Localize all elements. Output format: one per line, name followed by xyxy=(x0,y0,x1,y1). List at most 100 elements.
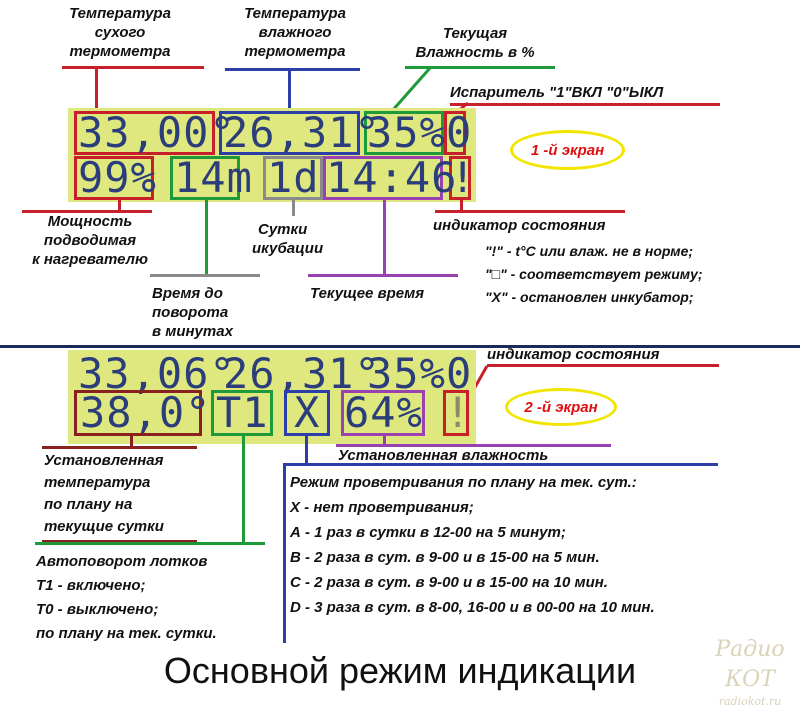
underline-status-1 xyxy=(435,210,625,213)
underline-set-temp-top xyxy=(42,446,197,449)
badge-screen-2: 2 -й экран xyxy=(505,388,617,426)
connector-dry xyxy=(95,66,98,112)
value-set-temp: 38,0° xyxy=(80,388,212,437)
ventilation-key: A xyxy=(290,524,301,541)
connector-turn-time xyxy=(205,200,208,276)
label-line: термометра xyxy=(244,43,346,60)
underline-set-humidity xyxy=(336,444,611,447)
ventilation-item: A - 1 раз в сутки в 12-00 на 5 минут; xyxy=(290,520,790,545)
label-days: Сутки икубации xyxy=(252,220,362,258)
label-status-title: индикатор состояния xyxy=(433,217,606,234)
label-line: в минутах xyxy=(152,323,233,340)
status-item: "!" - t°С или влаж. не в норме; xyxy=(485,243,694,259)
label-evaporator: Испаритель "1"ВКЛ "0"ЫКЛ xyxy=(450,84,664,101)
box-set-temp xyxy=(74,390,202,436)
underline-status-2 xyxy=(487,364,719,367)
connector-wet xyxy=(288,68,291,112)
label-line: Сутки xyxy=(258,221,308,238)
label-line: Температура xyxy=(69,5,171,22)
label-line: по плану на xyxy=(44,496,133,513)
value-humidity: 35% xyxy=(367,108,446,157)
box-tray-turn xyxy=(211,390,273,436)
box-days xyxy=(263,156,323,200)
connector-humidity xyxy=(390,67,432,112)
box-power xyxy=(74,156,154,200)
ventilation-text: - 2 раза в сут. в 9-00 и в 15-00 на 10 м… xyxy=(300,574,608,591)
box-turn-time xyxy=(170,156,240,200)
label-wet-thermometer: Температура влажного термометра xyxy=(225,4,365,61)
status-legend: "!" - t°С или влаж. не в норме; "□" - со… xyxy=(485,240,795,309)
ventilation-text: - нет проветривания; xyxy=(300,499,474,516)
value-dry-temp-2: 33,06° xyxy=(78,349,236,398)
label-line: Время до xyxy=(152,285,223,302)
label-line: температура xyxy=(44,474,151,491)
connector-power xyxy=(118,200,121,212)
label-line: термометра xyxy=(69,43,171,60)
label-line: икубации xyxy=(252,240,324,257)
ventilation-key: C xyxy=(290,574,301,591)
underline-turn-time xyxy=(150,274,260,277)
label-line: подводимая xyxy=(43,232,137,249)
value-status-1: ! xyxy=(450,153,477,202)
box-dry-temp xyxy=(74,111,215,155)
label-current-humidity: Текущая Влажность в % xyxy=(395,24,555,62)
label-turn-time: Время до поворота в минутах xyxy=(152,284,282,341)
label-clock: Текущее время xyxy=(310,285,425,302)
underline-set-temp-bottom xyxy=(42,540,197,543)
label-line: текущие сутки xyxy=(44,518,164,535)
section-divider xyxy=(0,345,800,348)
underline-evaporator xyxy=(450,103,720,106)
box-ventilation xyxy=(284,390,330,436)
underline-clock xyxy=(308,274,458,277)
ventilation-title: Режим проветривания по плану на тек. сут… xyxy=(290,474,637,491)
label-line: Температура xyxy=(244,5,346,22)
ventilation-text: - 3 раза в сут. в 8-00, 16-00 и в 00-00 … xyxy=(300,599,655,616)
connector-clock xyxy=(383,200,386,276)
connector-status-1 xyxy=(460,200,463,212)
underline-dry xyxy=(62,66,204,69)
value-dry-temp: 33,00° xyxy=(78,108,236,157)
label-line: Т0 - выключено; xyxy=(36,601,159,618)
ventilation-text: - 2 раза в сут. в 9-00 и в 15-00 на 5 ми… xyxy=(300,549,600,566)
box-evaporator xyxy=(444,111,466,155)
connector-set-humidity xyxy=(383,436,386,446)
value-status-2: ! xyxy=(445,388,472,437)
value-turn-time: 14m xyxy=(174,153,253,202)
label-line: к нагревателю xyxy=(32,251,148,268)
value-humidity-2: 35% xyxy=(367,349,446,398)
box-humidity xyxy=(364,111,444,155)
value-tray-turn: T1 xyxy=(216,388,269,437)
label-line: по плану на тек. сутки. xyxy=(36,625,217,642)
ventilation-text: - 1 раз в сутки в 12-00 на 5 минут; xyxy=(300,524,566,541)
underline-tray xyxy=(35,542,265,545)
label-power: Мощность подводимая к нагревателю xyxy=(10,212,170,269)
label-line: влажного xyxy=(258,24,332,41)
label-line: Установленная xyxy=(44,452,164,469)
label-tray: Автоповорот лотков Т1 - включено; Т0 - в… xyxy=(36,550,286,646)
underline-ventilation xyxy=(288,463,718,466)
watermark-logo: Радио КОТ radiokot.ru xyxy=(705,635,795,708)
label-line: Автоповорот лотков xyxy=(36,553,208,570)
ventilation-item: X - нет проветривания; xyxy=(290,495,790,520)
label-dry-thermometer: Температура сухого термометра xyxy=(60,4,180,61)
label-line: Т1 - включено; xyxy=(36,577,146,594)
box-clock xyxy=(323,156,443,200)
status-item: "X" - остановлен инкубатор; xyxy=(485,289,694,305)
watermark-line: radiokot.ru xyxy=(718,695,782,708)
ventilation-item: C - 2 раза в сут. в 9-00 и в 15-00 на 10… xyxy=(290,570,790,595)
status-item: "□" - соответствует режиму; xyxy=(485,266,703,282)
box-status-1 xyxy=(449,156,471,200)
ventilation-key: X xyxy=(290,499,301,516)
ventilation-key: B xyxy=(290,549,301,566)
label-status-title-2: индикатор состояния xyxy=(487,346,660,363)
label-set-humidity: Установленная влажность xyxy=(338,447,549,464)
value-wet-temp: 26,31° xyxy=(223,108,381,157)
box-status-2 xyxy=(443,390,469,436)
value-days: 1d xyxy=(267,153,320,202)
label-line: Влажность в % xyxy=(415,44,535,61)
box-set-humidity xyxy=(341,390,425,436)
value-set-humidity: 64% xyxy=(344,388,423,437)
label-line: Мощность xyxy=(47,213,133,230)
label-line: сухого xyxy=(94,24,146,41)
label-line: Текущая xyxy=(442,25,508,42)
